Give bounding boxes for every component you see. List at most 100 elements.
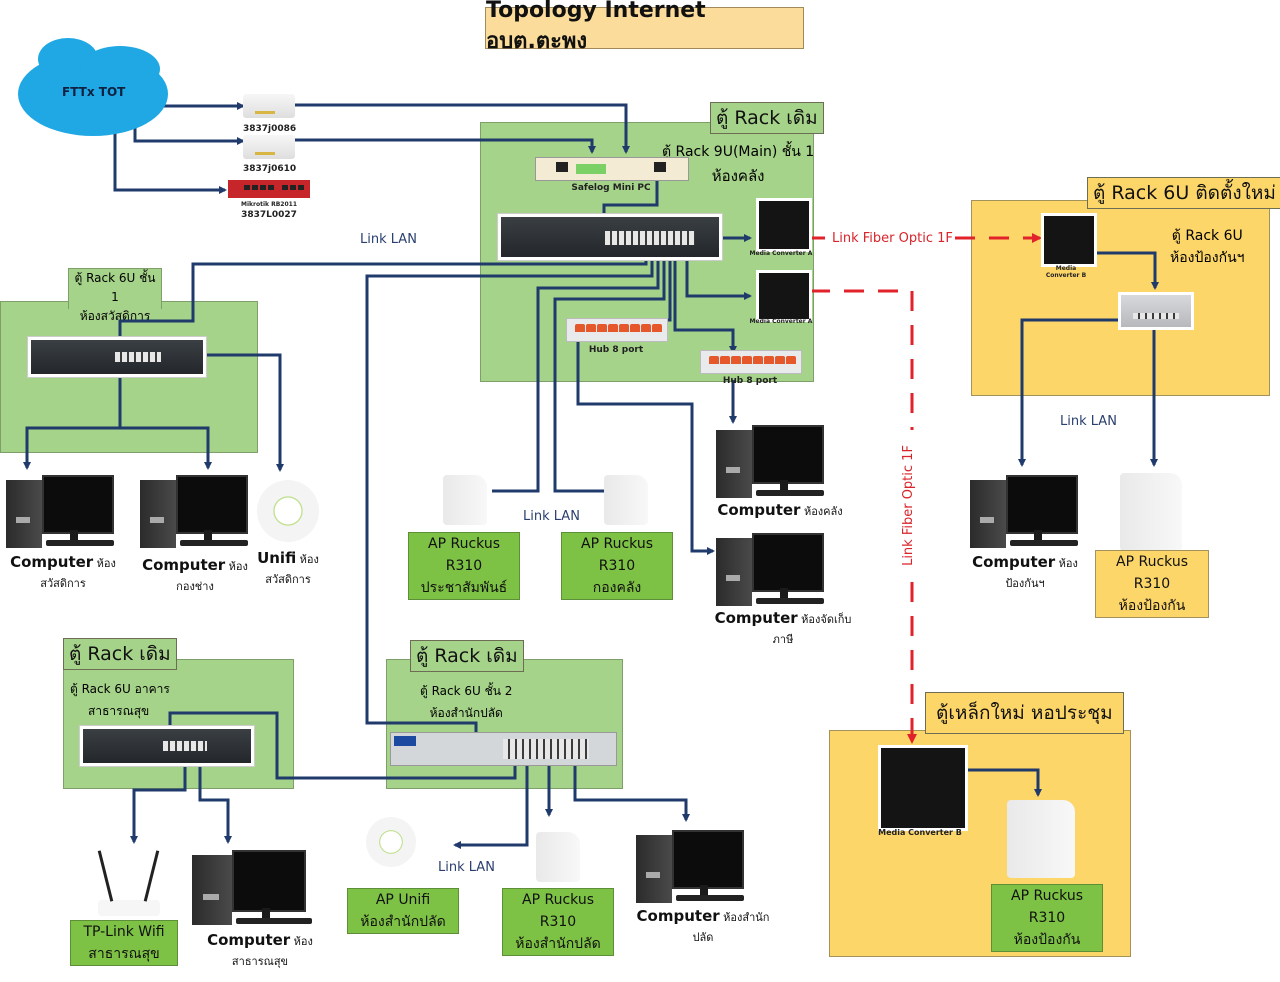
hub-8port-1-icon [566,318,668,342]
computer-room: ห้อง [93,557,116,570]
computer-new-rack-caption: Computer ห้อง ป้องกันฯ [970,552,1080,594]
new-rack-name: ตู้ Rack 6U ห้องป้องกันฯ [1170,225,1245,269]
wifi-antenna-left [97,850,114,902]
ap-label-line1: AP Unifi [375,892,431,908]
ap-finance-label: AP Ruckus R310 กองคลัง [561,532,673,600]
computer-room: ห้อง [225,560,248,573]
diagram-title: Topology Internet อบต.ตะพง [485,0,804,54]
ap-label-line2: ห้องป้องกัน [1013,932,1081,948]
new-rack-name-line2: ห้องป้องกันฯ [1170,250,1245,266]
switch-ports [115,352,161,362]
link-lan-label-new-rack: Link LAN [1060,414,1117,429]
router-id-label: 3837L0027 [241,210,297,220]
computer-room-line2: สาธารณสุข [231,955,289,968]
unifi-bold: Unifi [257,549,297,567]
computer-bold: Computer [142,556,226,574]
computer-room-line2: กองช่าง [176,580,214,593]
public-health-rack-name-line1: ตู้ Rack 6U อาคาร [70,682,170,696]
cloud-bump-2 [80,46,160,92]
new-rack-name-line1: ตู้ Rack 6U [1171,228,1243,244]
line-cloud-router [113,128,227,194]
main-rack-name-line1: ตู้ Rack 9U(Main) ชั้น 1 [662,144,815,160]
wifi-antenna-right [143,850,160,902]
ap-ruckus-icon [443,475,487,525]
internet-cloud-label: FTTx TOT [62,85,126,99]
wifi-router-icon [98,900,160,916]
unifi-room: ห้อง [296,553,319,566]
line-cloud-modem2 [133,123,245,145]
computer-icon [636,830,746,905]
computer-tax-caption: Computer ห้องจัดเก็บ ภาษี [708,608,858,650]
ap-pr-label: AP Ruckus R310 ประชาสัมพันธ์ [408,532,520,600]
switch-ports [163,741,207,751]
main-rack-tag: ตู้ Rack เดิม [710,102,824,134]
router-model-label: Mikrotik RB2011 [241,201,297,208]
unifi-ap-icon [366,817,416,867]
wifi-label-line1: TP-Link Wifi [83,924,165,940]
computer-room: ห้อง [290,935,313,948]
ap-label-line1: AP Ruckus R310 [1011,888,1083,926]
main-rack-name: ตู้ Rack 9U(Main) ชั้น 1 ห้องคลัง [662,140,814,188]
link-lan-label-center: Link LAN [523,509,580,524]
computer-room-line2: สวัสดิการ [40,577,86,590]
fiber-link-label-horizontal: Link Fiber Optic 1F [832,231,953,246]
tplink-wifi-label: TP-Link Wifi สาธารณสุข [70,920,178,966]
computer-engineering-caption: Computer ห้อง กองช่าง [140,555,250,597]
computer-icon [192,850,322,928]
ap-label-line1: AP Ruckus R310 [581,536,653,574]
new-rack-mc-label: Media Converter B [1045,265,1087,279]
hub-1-label: Hub 8 port [588,345,644,355]
office-rack-name-line1: ตู้ Rack 6U ชั้น 2 [420,684,513,698]
fiber-link-label-vertical: Link Fiber Optic 1F [900,445,916,566]
computer-icon [716,533,826,608]
welfare-rack-tag-line2: ห้องสวัสดิการ [79,309,151,323]
meeting-hall-mc-label: Media Converter B [878,828,962,837]
computer-room-line2: ป้องกันฯ [1005,577,1045,590]
new-rack-tag: ตู้ Rack 6U ติดตั้งใหม่ [1087,177,1280,209]
router-icon [228,180,310,198]
computer-room-line2: ปลัด [692,931,714,944]
welfare-rack-tag-line1: ตู้ Rack 6U ชั้น 1 [74,271,156,304]
ap-ruckus-icon [1120,473,1182,551]
link-lan-label-top: Link LAN [360,232,417,247]
welfare-rack-tag: ตู้ Rack 6U ชั้น 1 ห้องสวัสดิการ [68,268,162,323]
switch-ports [1133,313,1179,319]
welfare-switch-icon [28,337,206,377]
ap-ruckus-icon [536,832,580,882]
media-converter-a1-label: Media Converter A [749,250,813,257]
computer-bold: Computer [972,553,1056,571]
media-converter-a1-icon [756,198,812,252]
ap-label-line1: AP Ruckus R310 [428,536,500,574]
media-converter-b-icon [1041,213,1097,267]
ap-label-line2: ห้องป้องกัน [1118,598,1186,614]
unifi-welfare-caption: Unifi ห้อง สวัสดิการ [240,548,336,590]
ap-label-line2: ห้องสำนักปลัด [360,914,446,930]
switch-ports [503,739,589,759]
safelog-mini-pc-icon [535,157,689,181]
safelog-label: Safelog Mini PC [571,183,651,193]
computer-welfare-caption: Computer ห้อง สวัสดิการ [8,552,118,594]
office-rack-name: ตู้ Rack 6U ชั้น 2 ห้องสำนักปลัด [420,680,512,724]
ap-ruckus-office-label: AP Ruckus R310 ห้องสำนักปลัด [502,888,614,956]
ap-ruckus-new-rack-label: AP Ruckus R310 ห้องป้องกัน [1095,550,1209,618]
computer-room: ห้อง [1055,557,1078,570]
ap-label-line1: AP Ruckus R310 [522,892,594,930]
office-rack-tag: ตู้ Rack เดิม [410,640,524,672]
computer-icon [970,475,1080,550]
computer-room-line2: ภาษี [772,633,794,646]
ont-modem-icon [243,94,295,118]
fiber-mc2-hall [810,289,914,430]
ap-label-line2: ห้องสำนักปลัด [515,936,601,952]
computer-icon [6,475,116,550]
meeting-hall-tag: ตู้เหล็กใหม่ หอประชุม [925,692,1124,734]
ap-ruckus-icon [1007,800,1075,878]
media-converter-a2-label: Media Converter A [749,318,813,325]
computer-icon [140,475,250,550]
ap-label-line2: ประชาสัมพันธ์ [420,580,508,596]
hp-switch-icon [390,732,617,766]
computer-bold: Computer [717,501,801,519]
unifi-room-line2: สวัสดิการ [265,573,311,586]
computer-room: ห้องสำนัก [719,911,770,924]
computer-bold: Computer [10,553,94,571]
ap-ruckus-icon [604,475,648,525]
